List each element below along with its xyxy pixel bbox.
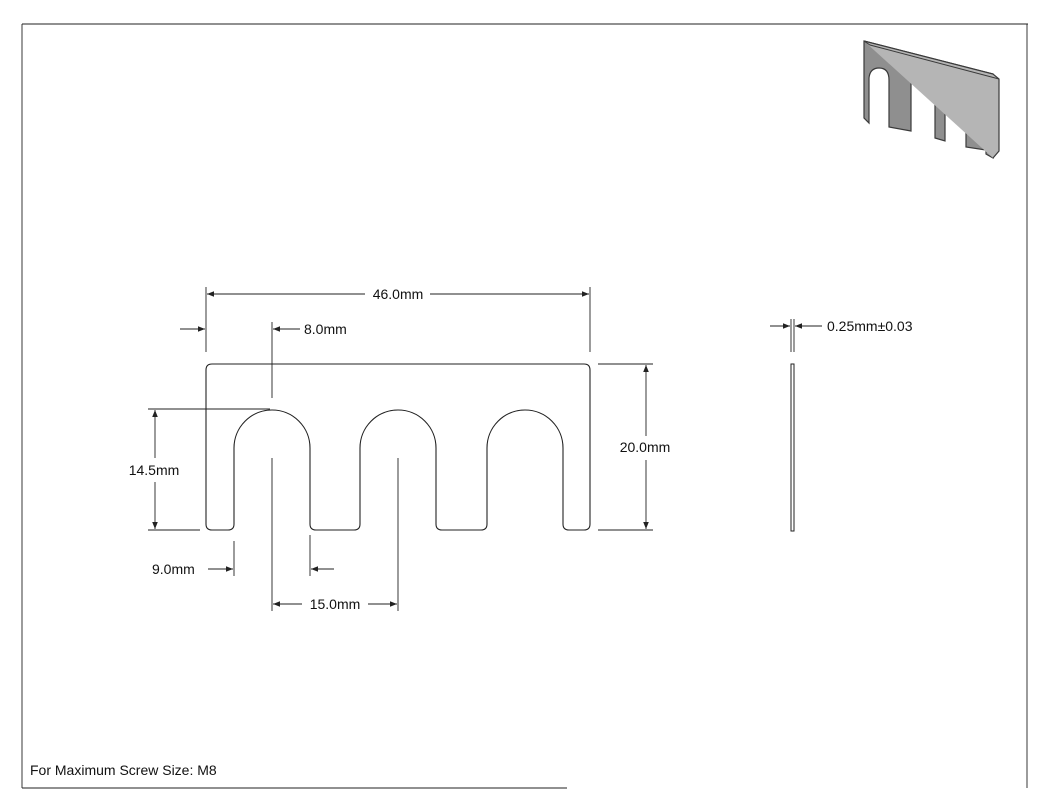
- sheet-border: [21, 23, 1028, 789]
- dim-overall-width: 46.0mm: [205, 286, 591, 352]
- dim-pitch: 15.0mm: [271, 458, 399, 612]
- dim-label-slot-width: 8.0mm: [304, 321, 347, 337]
- dim-slot-width: 8.0mm: [180, 321, 347, 398]
- dim-label-thickness: 0.25mm±0.03: [827, 318, 913, 334]
- isometric-view: [863, 40, 1000, 160]
- dim-edge-offset: 9.0mm: [152, 535, 334, 577]
- dim-label-height: 20.0mm: [620, 439, 671, 455]
- dim-thickness: 0.25mm±0.03: [770, 318, 913, 352]
- part-outline: [205, 363, 591, 531]
- dim-label-edge-offset: 9.0mm: [152, 561, 195, 577]
- dim-slot-depth: 14.5mm: [129, 408, 270, 531]
- dim-label-pitch: 15.0mm: [310, 596, 361, 612]
- screw-size-note: For Maximum Screw Size: M8: [30, 762, 217, 778]
- side-view-outline: [790, 363, 795, 532]
- dim-label-slot-depth: 14.5mm: [129, 462, 180, 478]
- dim-height: 20.0mm: [598, 363, 671, 531]
- dim-label-overall-width: 46.0mm: [373, 286, 424, 302]
